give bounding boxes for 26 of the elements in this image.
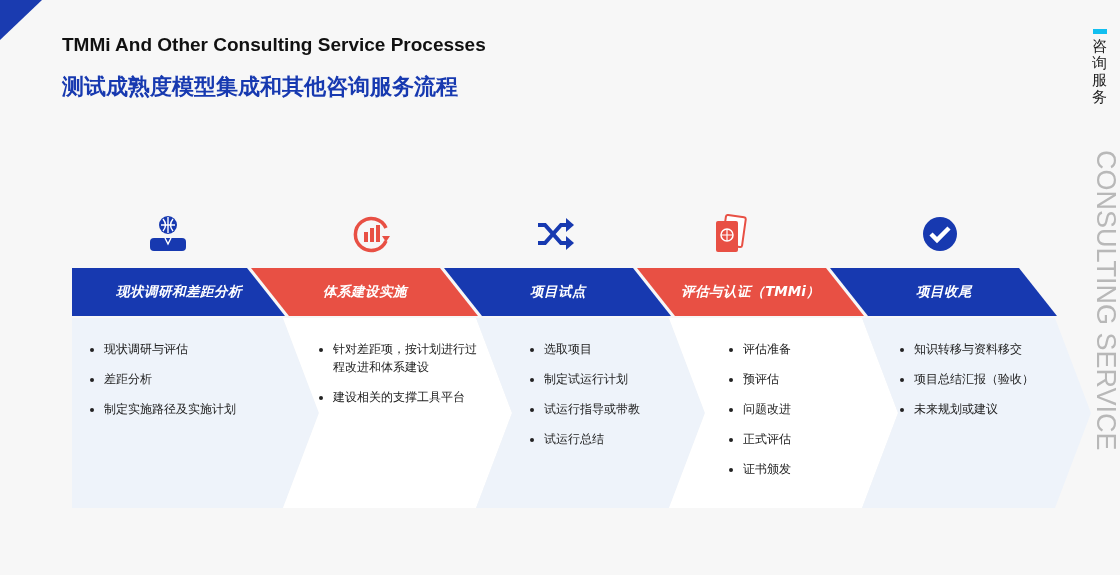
- stage-heading: 项目收尾: [915, 283, 972, 301]
- bullet-item: 现状调研与评估: [104, 341, 189, 358]
- bullet-item: 证书颁发: [743, 461, 792, 478]
- bullet-item: 项目总结汇报（验收）: [914, 371, 1035, 388]
- stage-heading: 评估与认证（TMMi）: [681, 283, 820, 301]
- bullet-item: 选取项目: [544, 341, 593, 358]
- bullet-item: 制定实施路径及实施计划: [104, 401, 237, 418]
- bullet-item: 知识转移与资料移交: [914, 341, 1023, 358]
- bullet-item: 未来规划或建议: [914, 401, 999, 418]
- bullet-item: 建设相关的支撑工具平台: [333, 389, 466, 406]
- bullet-item: 针对差距项，按计划进行过程改进和体系建设: [333, 341, 478, 376]
- bullet-item: 制定试运行计划: [544, 371, 629, 388]
- title: TMMi And Other Consulting Service Processes: [62, 34, 486, 56]
- bullet-item: 评估准备: [743, 341, 792, 358]
- bullet-item: 试运行总结: [544, 431, 605, 448]
- stage-heading: 现状调研和差距分析: [115, 283, 242, 301]
- bullet-item: 预评估: [743, 371, 780, 388]
- stage-heading: 项目试点: [529, 283, 586, 301]
- bullet-item: 问题改进: [743, 401, 792, 418]
- background-text: CONSULTING SERVICE: [1092, 150, 1120, 451]
- bullet-item: 试运行指导或带教: [544, 401, 641, 418]
- side-label: 咨询服务: [1092, 38, 1108, 106]
- bullet-item: 正式评估: [743, 431, 792, 448]
- stage-heading: 体系建设实施: [322, 283, 407, 301]
- bullet-item: 差距分析: [104, 371, 153, 388]
- subtitle: 测试成熟度模型集成和其他咨询服务流程: [62, 73, 458, 101]
